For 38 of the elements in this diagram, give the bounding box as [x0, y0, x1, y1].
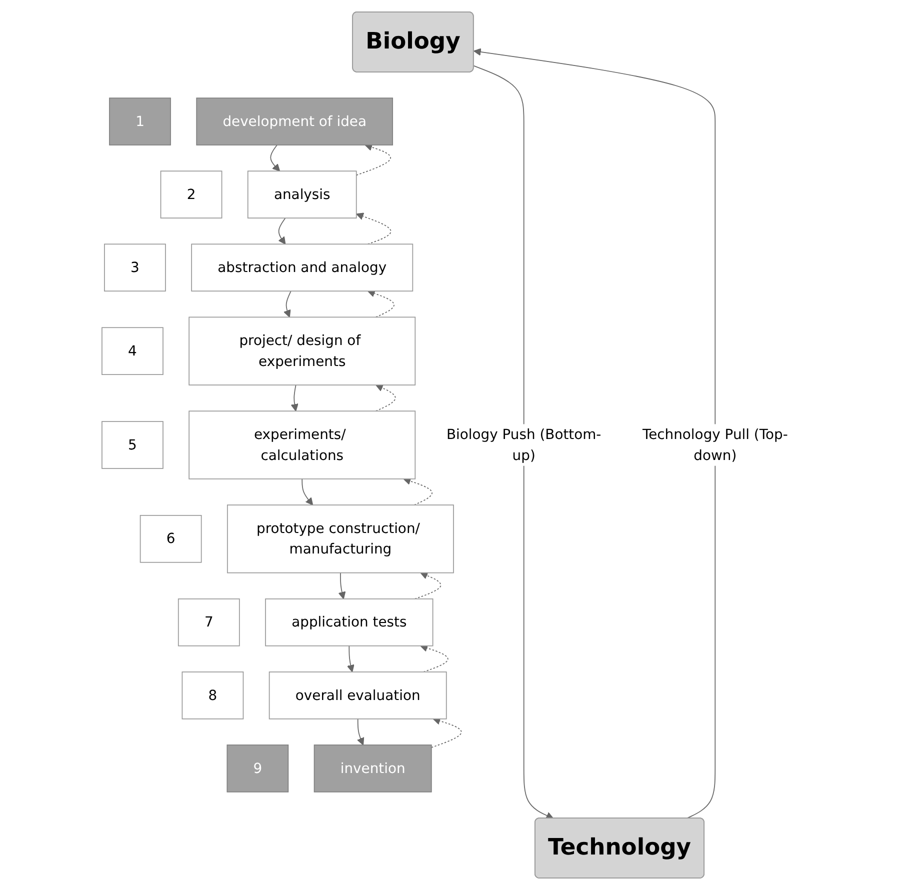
- arrow: [474, 64, 554, 819]
- arrow: [376, 384, 396, 412]
- arrow: [474, 48, 716, 818]
- node-box: [178, 598, 240, 646]
- node-box: [248, 170, 358, 218]
- arrow: [356, 212, 392, 244]
- arrow: [404, 476, 433, 505]
- node-box: [192, 243, 414, 292]
- arrow: [420, 644, 449, 672]
- node-box: [269, 671, 448, 719]
- arrow: [278, 217, 286, 244]
- arrow: [284, 290, 292, 318]
- node-box: [314, 744, 432, 792]
- node-box: [140, 514, 202, 562]
- node-box: [102, 326, 164, 374]
- arrow: [356, 143, 392, 176]
- node-box: [160, 170, 223, 218]
- flowchart: Technology Pull (Top-down) Biology Push (Bottom-up) Biology 1 development of idea 2 analysis 3 abstraction and analogy 4 project/ design of experiments 5 experiments/ calculations 6 prototype construction/ manufacturing 7 application tests 8 overall evaluation 9 invention Technology: [95, 4, 810, 884]
- arrow: [302, 478, 314, 505]
- node-box: [266, 598, 434, 646]
- arrow: [347, 644, 355, 672]
- node-box: [196, 97, 394, 145]
- node-box: [227, 504, 454, 573]
- node-box: [189, 316, 416, 385]
- arrow: [291, 384, 299, 411]
- arrow: [368, 289, 395, 318]
- edge-label: Technology Pull (Top-down): [642, 425, 788, 463]
- arrow: [270, 144, 281, 171]
- node-box: [102, 420, 164, 468]
- arrow: [338, 572, 346, 599]
- edge-label: Biology Push (Bottom-up): [446, 425, 602, 463]
- arrow: [357, 718, 365, 745]
- node-box: [189, 410, 416, 479]
- node-box: [104, 243, 166, 292]
- node-box: [227, 744, 290, 792]
- node-box: [110, 97, 172, 145]
- node-box: [182, 671, 244, 719]
- arrow: [431, 716, 462, 748]
